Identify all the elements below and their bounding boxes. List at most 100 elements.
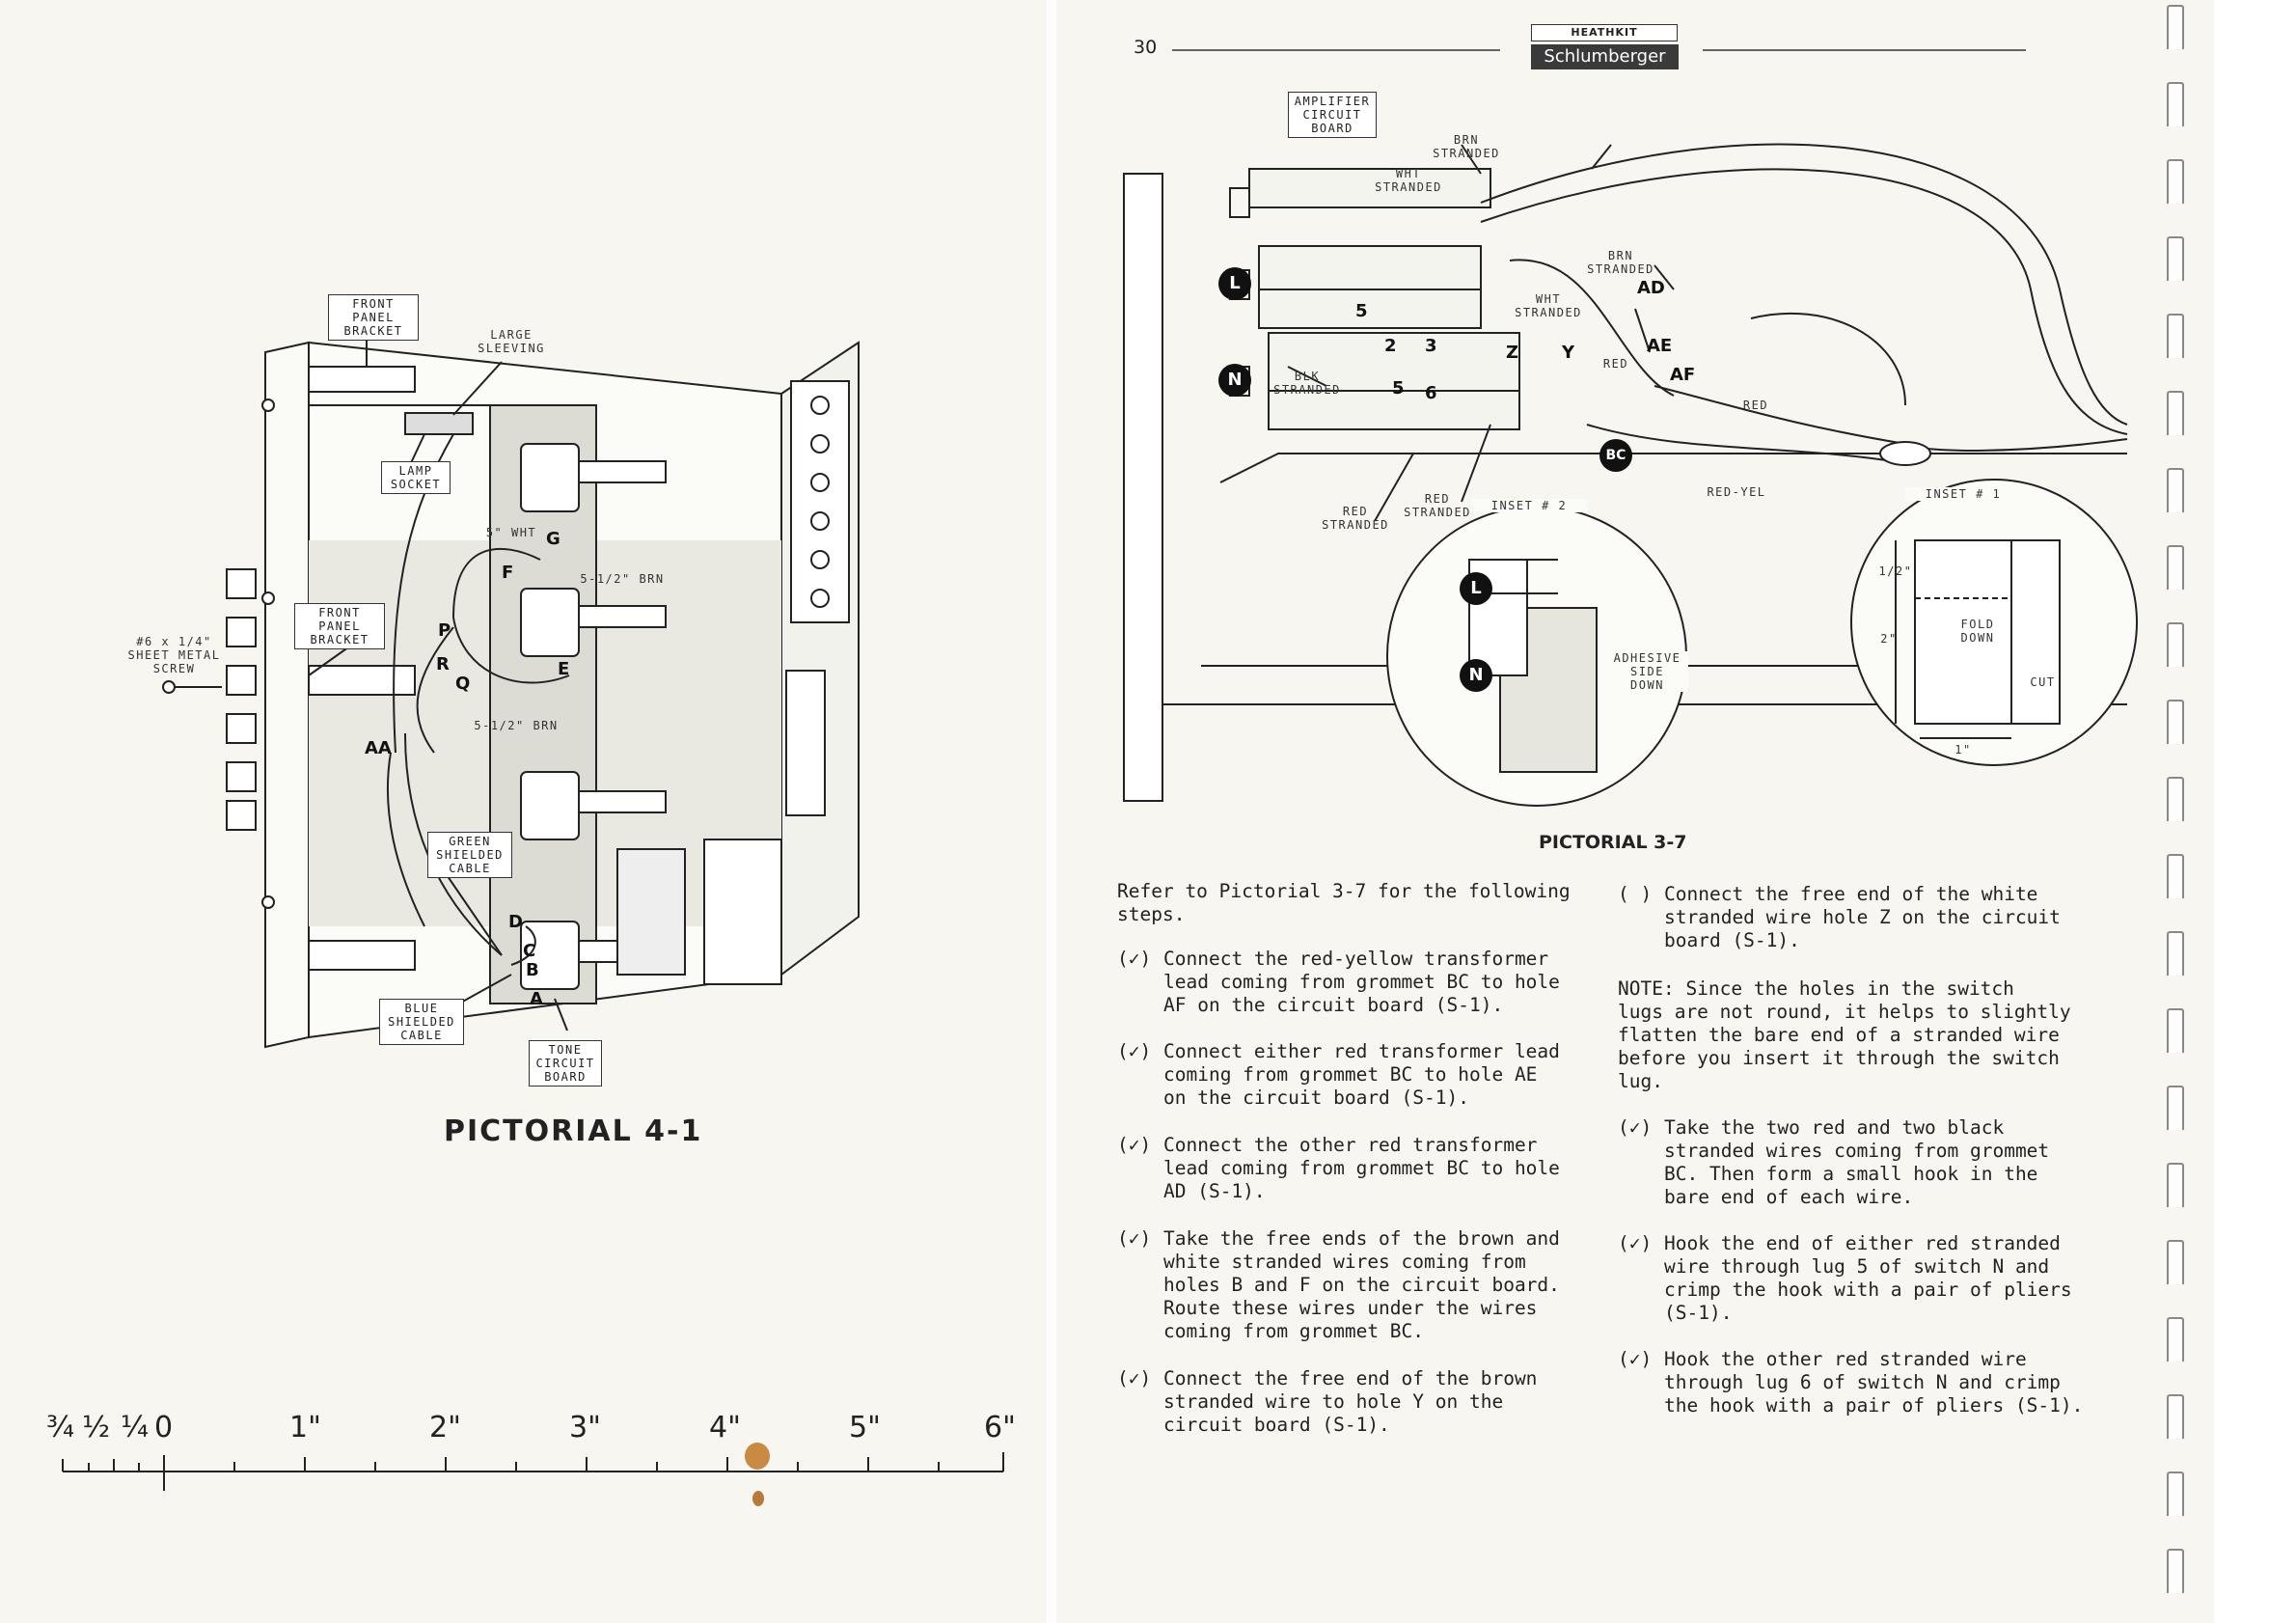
pictorial-4-1-caption: PICTORIAL 4-1 — [444, 1114, 703, 1148]
step-4: (✓) Take the free ends of the brown and … — [1117, 1227, 1571, 1348]
step-6-text: Connect the free end of the white strand… — [1664, 883, 2061, 951]
binding-ring — [2167, 1394, 2184, 1439]
label-green-shielded-cable: GREEN SHIELDED CABLE — [427, 832, 512, 878]
binding-ring — [2167, 391, 2184, 435]
letter-y: Y — [1562, 343, 1575, 363]
badge-l: L — [1218, 267, 1251, 300]
pictorial-3-7-caption: PICTORIAL 3-7 — [1539, 832, 1687, 853]
letter-z: Z — [1506, 343, 1519, 363]
binding-ring — [2167, 1472, 2184, 1516]
right-page: 30 HEATHKIT Schlumberger — [1056, 0, 2214, 1623]
step-3-checkbox[interactable]: (✓) — [1117, 1134, 1152, 1156]
binding-ring — [2167, 854, 2184, 898]
ruler-label-half: ½ — [82, 1411, 111, 1444]
lug-5-upper: 5 — [1355, 301, 1368, 321]
label-half-inch: 1/2" — [1878, 564, 1913, 578]
ruler-label-4: 4" — [709, 1411, 741, 1444]
binding-ring — [2167, 159, 2184, 204]
step-7-checkbox[interactable]: (✓) — [1618, 1116, 1653, 1139]
ruler-label-2: 2" — [429, 1411, 461, 1444]
label-front-panel-bracket-mid: FRONT PANEL BRACKET — [294, 603, 385, 649]
ruler-label-0: 0 — [154, 1411, 174, 1444]
label-tone-circuit-board: TONE CIRCUIT BOARD — [529, 1040, 602, 1087]
step-1-text: Connect the red-yellow transformer lead … — [1163, 948, 1560, 1016]
step-8: (✓) Hook the end of either red stranded … — [1618, 1232, 2119, 1329]
left-page: FRONT PANEL BRACKET LARGE SLEEVING LAMP … — [0, 0, 1047, 1623]
label-brn-stranded-mid: BRN STRANDED — [1587, 249, 1654, 276]
letter-r: R — [436, 654, 450, 674]
letter-e: E — [558, 659, 570, 679]
binding-ring — [2167, 931, 2184, 976]
label-blk-stranded: BLK STRANDED — [1273, 370, 1341, 397]
step-6-checkbox[interactable]: ( ) — [1618, 883, 1653, 905]
label-brn-top: 5-1/2" BRN — [580, 572, 665, 586]
letter-d: D — [508, 912, 523, 932]
binding-ring — [2167, 545, 2184, 590]
step-2-checkbox[interactable]: (✓) — [1117, 1040, 1152, 1062]
label-front-panel-bracket-top: FRONT PANEL BRACKET — [328, 294, 419, 341]
binding-ring — [2167, 1086, 2184, 1130]
ruler-label-quarter: ¼ — [121, 1411, 150, 1444]
badge-n-inset: N — [1460, 659, 1492, 692]
badge-bc: BC — [1599, 439, 1632, 472]
note: NOTE: Since the holes in the switch lugs… — [1618, 977, 2119, 1098]
label-red-stranded-right: RED STRANDED — [1404, 492, 1471, 519]
step-1-checkbox[interactable]: (✓) — [1117, 948, 1152, 970]
label-red-small: RED — [1602, 357, 1629, 371]
label-wht-stranded-mid: WHT STRANDED — [1515, 292, 1582, 319]
step-9: (✓) Hook the other red stranded wire thr… — [1618, 1348, 2119, 1425]
binding-ring — [2167, 314, 2184, 358]
binding-ring — [2167, 1240, 2184, 1284]
ruler-label-1: 1" — [289, 1411, 321, 1444]
label-inset-2: INSET # 2 — [1471, 499, 1587, 512]
step-9-checkbox[interactable]: (✓) — [1618, 1348, 1653, 1370]
label-red-yel: RED-YEL — [1707, 485, 1766, 499]
lug-2: 2 — [1384, 336, 1397, 356]
stain-mark — [745, 1443, 770, 1470]
letter-aa: AA — [365, 738, 392, 758]
ruler-label-6: 6" — [984, 1411, 1016, 1444]
label-brn-stranded-top: BRN STRANDED — [1433, 133, 1500, 160]
label-one-inch: 1" — [1954, 743, 1972, 756]
binding-ring — [2167, 1317, 2184, 1362]
note-text: NOTE: Since the holes in the switch lugs… — [1618, 977, 2071, 1092]
letter-q: Q — [455, 674, 471, 694]
letter-ae: AE — [1647, 336, 1673, 356]
pictorial-3-7-drawing — [1123, 143, 2138, 807]
brand-heathkit: HEATHKIT — [1531, 24, 1678, 41]
header-rules — [1172, 49, 2026, 51]
step-7-text: Take the two red and two black stranded … — [1664, 1116, 2050, 1208]
letter-af: AF — [1670, 365, 1696, 385]
intro-text: Refer to Pictorial 3-7 for the following… — [1117, 880, 1571, 925]
label-lamp-socket: LAMP SOCKET — [381, 461, 451, 494]
label-screw: #6 x 1/4" SHEET METAL SCREW — [127, 635, 221, 675]
label-red-right: RED — [1742, 399, 1769, 412]
letter-g: G — [546, 529, 560, 549]
stain-mark-small — [752, 1491, 764, 1506]
step-4-checkbox[interactable]: (✓) — [1117, 1227, 1152, 1250]
badge-l-inset: L — [1460, 572, 1492, 605]
step-8-checkbox[interactable]: (✓) — [1618, 1232, 1653, 1254]
letter-c: C — [523, 941, 536, 961]
step-1: (✓) Connect the red-yellow transformer l… — [1117, 948, 1571, 1025]
step-7: (✓) Take the two red and two black stran… — [1618, 1116, 2119, 1213]
page-gutter — [1047, 0, 1056, 1623]
label-two-inch: 2" — [1880, 632, 1898, 646]
step-8-text: Hook the end of either red stranded wire… — [1664, 1232, 2072, 1324]
pictorial-4-1-drawing — [62, 338, 1004, 1491]
step-2-text: Connect either red transformer lead comi… — [1163, 1040, 1560, 1109]
binding-ring — [2167, 622, 2184, 667]
binding-ring — [2167, 777, 2184, 821]
label-blue-shielded-cable: BLUE SHIELDED CABLE — [379, 999, 464, 1045]
lug-6: 6 — [1425, 383, 1437, 403]
label-5-wht: 5" WHT — [485, 526, 537, 539]
ruler-label-three-quarter: ¾ — [46, 1411, 75, 1444]
label-red-stranded-left: RED STRANDED — [1322, 505, 1389, 532]
letter-ad: AD — [1637, 278, 1665, 298]
binding-rings — [2161, 0, 2200, 1623]
binding-ring — [2167, 468, 2184, 512]
ruler-label-3: 3" — [569, 1411, 601, 1444]
label-wht-stranded-top: WHT STRANDED — [1375, 167, 1442, 194]
binding-ring — [2167, 82, 2184, 126]
step-5-checkbox[interactable]: (✓) — [1117, 1367, 1152, 1389]
